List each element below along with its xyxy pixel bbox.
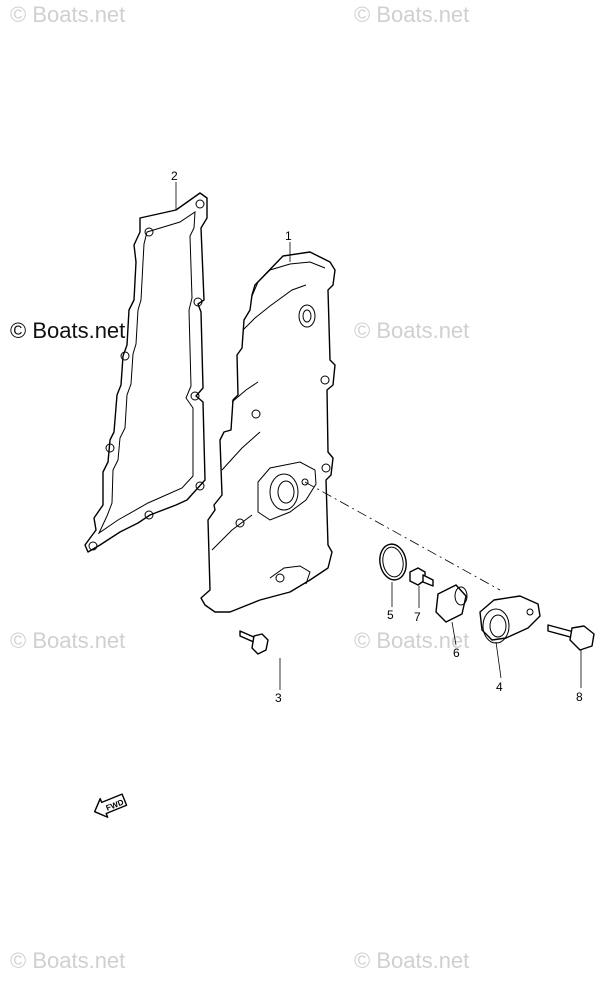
watermark: © Boats.net: [354, 948, 469, 973]
callout-4[interactable]: 4: [496, 680, 503, 694]
callout-5[interactable]: 5: [387, 608, 394, 622]
part-2-gasket[interactable]: [84, 192, 208, 553]
center-line: [304, 481, 501, 591]
part-7-small-bolt[interactable]: [409, 567, 434, 587]
watermark: © Boats.net: [354, 2, 469, 27]
watermark: © Boats.net: [354, 628, 469, 653]
watermark: © Boats.net: [10, 948, 125, 973]
callouts: 2 1 3 5 7 6 4 8: [171, 169, 583, 705]
fwd-arrow-icon: FWD: [93, 793, 128, 818]
callout-1[interactable]: 1: [285, 229, 292, 243]
callout-6[interactable]: 6: [453, 646, 460, 660]
part-6-spacer[interactable]: [435, 584, 468, 623]
callout-3[interactable]: 3: [275, 691, 282, 705]
watermarks: © Boats.net © Boats.net © Boats.net © Bo…: [10, 2, 469, 973]
callout-8[interactable]: 8: [576, 690, 583, 704]
part-1-cover[interactable]: [200, 251, 336, 613]
watermark: © Boats.net: [354, 318, 469, 343]
watermark: © Boats.net: [10, 628, 125, 653]
part-4-housing[interactable]: [479, 595, 541, 644]
leader-lines: [175, 182, 582, 690]
watermark: © Boats.net: [10, 2, 125, 27]
callout-2[interactable]: 2: [171, 169, 178, 183]
watermark: © Boats.net: [10, 318, 125, 343]
part-3-bolt[interactable]: [239, 630, 269, 655]
part-8-bolt[interactable]: [547, 624, 595, 651]
callout-7[interactable]: 7: [414, 610, 421, 624]
part-5-o-ring[interactable]: [377, 542, 409, 582]
